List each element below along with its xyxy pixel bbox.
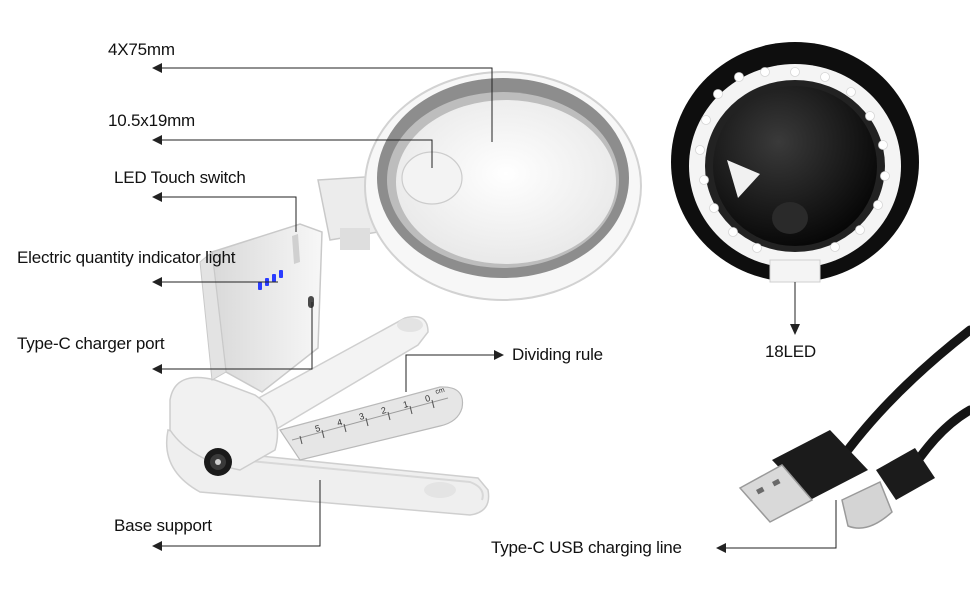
label-usb-cable: Type-C USB charging line [491, 538, 682, 557]
folding-arm [253, 315, 429, 432]
ruler-number: 4 [336, 417, 343, 428]
ruler-number: 3 [358, 411, 365, 422]
magnifier-head [364, 71, 642, 301]
label-lens-size: 4X75mm [108, 40, 175, 59]
usb-cable [738, 325, 970, 529]
led-dots [695, 67, 890, 253]
base-support-part [166, 429, 490, 516]
ruler-number: 1 [402, 399, 409, 410]
label-led-count: 18LED [765, 342, 816, 361]
label-base-support: Base support [114, 516, 212, 535]
hinge-knob [169, 376, 279, 476]
label-led-touch-switch: LED Touch switch [114, 168, 246, 187]
ruler-number: 5 [314, 423, 321, 434]
label-dividing-rule: Dividing rule [512, 345, 603, 364]
type-c-port [308, 296, 314, 308]
ruler-number: 2 [380, 405, 387, 416]
dividing-rule-part: 5 4 3 2 1 0 cm [279, 386, 464, 461]
led-ring-closeup [671, 42, 919, 283]
ruler-unit: cm [435, 387, 446, 396]
label-small-lens-size: 10.5x19mm [108, 111, 196, 130]
handle-part [199, 175, 381, 393]
label-battery-indicator: Electric quantity indicator light [17, 248, 236, 267]
ruler-number: 0 [424, 393, 431, 404]
arrowheads [152, 63, 800, 553]
leader-lines [160, 67, 837, 549]
label-charger-port: Type-C charger port [17, 334, 165, 353]
